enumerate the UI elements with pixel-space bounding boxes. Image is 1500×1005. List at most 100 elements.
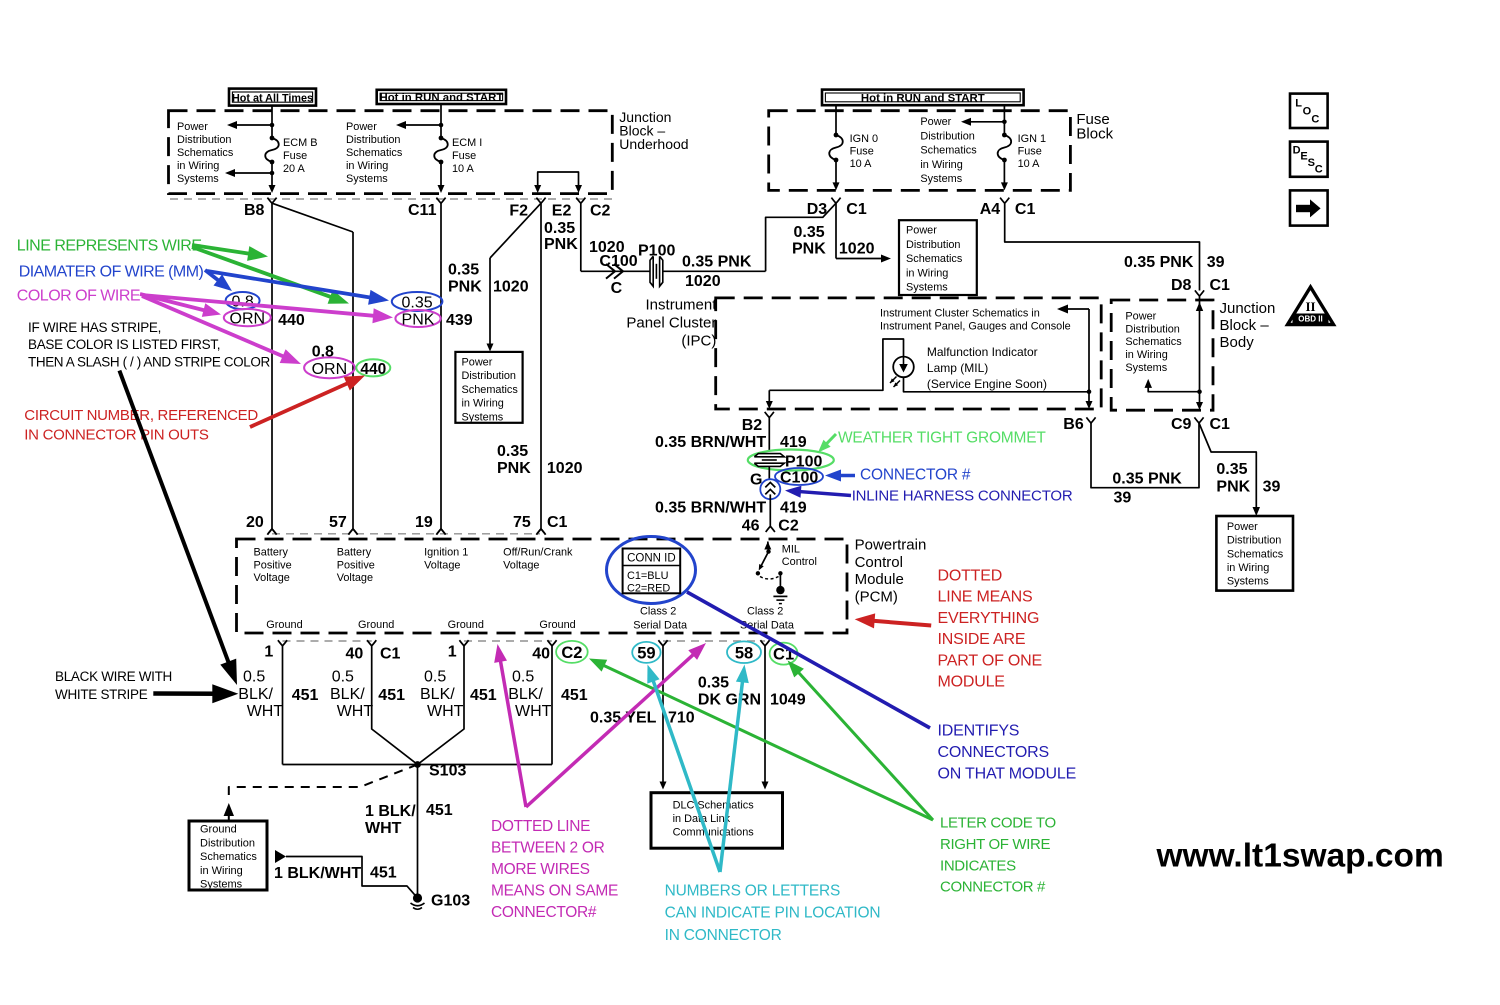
svg-text:1 BLK/WHT: 1 BLK/WHT	[274, 865, 361, 882]
svg-text:C100: C100	[599, 253, 637, 270]
svg-text:Power: Power	[462, 357, 493, 369]
svg-text:C2: C2	[561, 644, 582, 662]
svg-text:D8: D8	[1171, 277, 1192, 294]
svg-text:BLK/: BLK/	[508, 686, 543, 703]
svg-text:Systems: Systems	[1125, 362, 1167, 374]
svg-text:20: 20	[246, 514, 264, 531]
svg-text:in Wiring: in Wiring	[1227, 562, 1269, 574]
svg-text:0.35 BRN/WHT: 0.35 BRN/WHT	[655, 434, 766, 451]
svg-text:Underhood: Underhood	[619, 136, 688, 152]
svg-text:Power: Power	[346, 121, 377, 133]
svg-text:Serial Data: Serial Data	[633, 619, 688, 631]
svg-text:WHT: WHT	[247, 703, 284, 720]
svg-text:CONNECTORS: CONNECTORS	[938, 744, 1050, 761]
svg-text:Distribution: Distribution	[906, 239, 960, 251]
svg-text:0.5: 0.5	[424, 669, 446, 686]
svg-text:1049: 1049	[770, 692, 806, 709]
svg-text:C1: C1	[547, 514, 568, 531]
svg-text:LETER CODE TO: LETER CODE TO	[940, 815, 1056, 832]
svg-text:C2: C2	[590, 203, 611, 220]
svg-text:Fuse: Fuse	[1018, 146, 1042, 158]
svg-text:0.35 PNK: 0.35 PNK	[1112, 471, 1182, 488]
svg-text:451: 451	[561, 687, 588, 704]
svg-text:0.35: 0.35	[544, 220, 575, 237]
svg-text:Voltage: Voltage	[503, 559, 539, 571]
svg-text:C1: C1	[1210, 277, 1231, 294]
svg-text:Fuse: Fuse	[850, 146, 874, 158]
svg-text:WHT: WHT	[365, 820, 402, 837]
svg-text:PNK: PNK	[544, 236, 578, 253]
svg-text:S103: S103	[429, 763, 466, 780]
svg-text:Power: Power	[177, 121, 208, 133]
svg-text:PNK: PNK	[497, 460, 531, 477]
svg-text:ECM I: ECM I	[452, 137, 482, 149]
svg-text:710: 710	[668, 710, 695, 727]
svg-text:20 A: 20 A	[283, 163, 306, 175]
svg-text:Schematics: Schematics	[200, 851, 257, 863]
svg-text:IF WIRE HAS STRIPE,: IF WIRE HAS STRIPE,	[28, 320, 161, 335]
svg-text:COLOR OF WIRE: COLOR OF WIRE	[17, 288, 140, 305]
svg-text:Systems: Systems	[346, 173, 388, 185]
svg-text:Fuse: Fuse	[283, 150, 307, 162]
svg-text:(Service Engine Soon): (Service Engine Soon)	[927, 377, 1047, 391]
svg-text:DOTTED LINE: DOTTED LINE	[491, 818, 590, 835]
svg-text:L: L	[1295, 98, 1302, 110]
svg-text:0.5: 0.5	[243, 669, 265, 686]
svg-text:59: 59	[637, 645, 655, 663]
svg-text:Fuse: Fuse	[452, 150, 476, 162]
svg-text:WHITE STRIPE: WHITE STRIPE	[55, 687, 148, 702]
svg-text:419: 419	[780, 434, 807, 451]
svg-text:CONNECTOR #: CONNECTOR #	[940, 879, 1046, 896]
svg-text:Ground: Ground	[266, 619, 302, 631]
svg-text:1020: 1020	[839, 241, 875, 258]
svg-text:0.5: 0.5	[512, 669, 534, 686]
svg-text:Ground: Ground	[200, 824, 237, 836]
svg-text:Distribution: Distribution	[177, 134, 231, 146]
svg-text:451: 451	[470, 687, 497, 704]
svg-text:IGN 0: IGN 0	[850, 133, 878, 145]
svg-text:DOTTED: DOTTED	[938, 568, 1003, 585]
svg-text:MIL: MIL	[782, 543, 800, 555]
svg-text:P100: P100	[785, 454, 822, 471]
svg-text:MEANS ON SAME: MEANS ON SAME	[491, 883, 618, 900]
svg-text:1020: 1020	[685, 273, 721, 290]
svg-text:Systems: Systems	[200, 879, 243, 891]
svg-text:Communications: Communications	[673, 827, 755, 839]
svg-text:Positive: Positive	[337, 559, 375, 571]
svg-text:C1: C1	[1210, 416, 1231, 433]
svg-text:LINE MEANS: LINE MEANS	[938, 589, 1033, 606]
svg-text:C1: C1	[380, 645, 401, 662]
svg-text:WHT: WHT	[515, 703, 552, 720]
svg-text:C1: C1	[846, 201, 867, 218]
svg-text:C11: C11	[408, 202, 437, 219]
svg-text:LINE REPRESENTS WIRE: LINE REPRESENTS WIRE	[17, 238, 202, 255]
svg-text:Distribution: Distribution	[920, 130, 974, 142]
svg-text:ORN: ORN	[312, 361, 348, 378]
svg-text:Junction: Junction	[1220, 300, 1276, 317]
svg-text:Voltage: Voltage	[337, 572, 373, 584]
svg-text:Instrument: Instrument	[646, 297, 718, 314]
svg-text:451: 451	[426, 802, 453, 819]
svg-text:in Wiring: in Wiring	[1125, 349, 1167, 361]
svg-text:RIGHT OF WIRE: RIGHT OF WIRE	[940, 836, 1051, 853]
svg-text:in Wiring: in Wiring	[177, 160, 219, 172]
svg-text:INLINE HARNESS CONNECTOR: INLINE HARNESS CONNECTOR	[852, 488, 1073, 505]
svg-text:Control: Control	[782, 556, 817, 568]
svg-text:IN CONNECTOR: IN CONNECTOR	[665, 927, 782, 944]
svg-text:75: 75	[513, 514, 531, 531]
svg-text:451: 451	[370, 865, 397, 882]
svg-text:Power: Power	[906, 225, 937, 237]
svg-text:DIAMATER OF WIRE (MM): DIAMATER OF WIRE (MM)	[19, 264, 204, 281]
svg-text:II: II	[1305, 299, 1315, 314]
svg-text:WHT: WHT	[337, 703, 374, 720]
svg-text:46: 46	[742, 518, 760, 535]
svg-text:BLK/: BLK/	[238, 686, 273, 703]
svg-text:Schematics: Schematics	[906, 253, 963, 265]
svg-text:INDICATES: INDICATES	[940, 857, 1016, 874]
svg-text:Control: Control	[855, 554, 903, 571]
svg-text:Schematics: Schematics	[177, 147, 234, 159]
svg-text:10 A: 10 A	[850, 158, 873, 170]
svg-text:451: 451	[378, 687, 405, 704]
svg-text:0.35 PNK: 0.35 PNK	[1124, 254, 1194, 271]
svg-text:0.35 BRN/WHT: 0.35 BRN/WHT	[655, 500, 766, 517]
